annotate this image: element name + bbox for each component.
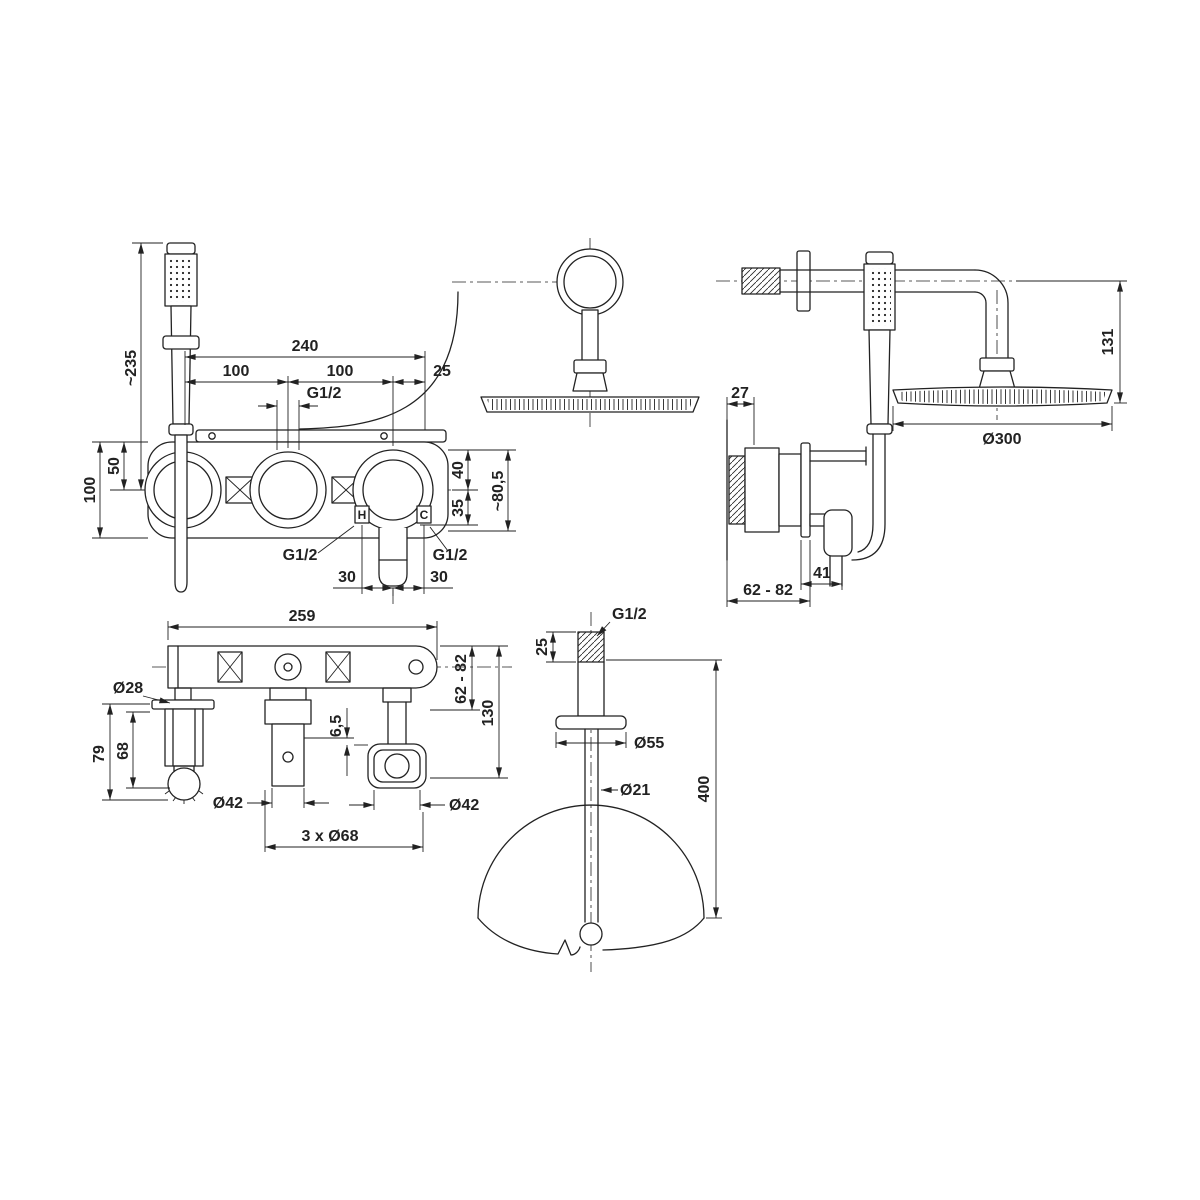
dim-holder-diameter: Ø28: [113, 680, 143, 697]
label-thread-cold: G1/2: [433, 547, 468, 564]
plan-view: 259 Ø28: [91, 608, 512, 852]
dim-port-offset-left: 30: [338, 569, 356, 586]
dim-flange-diameter: Ø55: [634, 735, 664, 752]
label-thread-hot: G1/2: [283, 547, 318, 564]
outlet-view: G1/2 25 Ø55 Ø21 400: [477, 606, 722, 972]
dim-spacing-left: 100: [223, 363, 250, 380]
dim-thread-top: G1/2: [307, 385, 342, 402]
dim-port-offset-right: 30: [430, 569, 448, 586]
dim-cutouts: 3 x Ø68: [302, 828, 359, 845]
dim-thread-length: 25: [534, 638, 551, 656]
dim-plan-build-depth: 62 - 82: [453, 654, 470, 704]
mixer-top-rail: [195, 429, 447, 443]
dim-arm-drop: 131: [1100, 329, 1117, 356]
dim-plate-height: 100: [82, 477, 99, 504]
dim-offset-right: 25: [433, 363, 451, 380]
outlet-dimensions: G1/2 25 Ø55 Ø21 400: [534, 606, 722, 919]
spout-unit-plan: [367, 687, 427, 789]
plan-dimensions: Ø28 79 68 Ø42 6,5 Ø42 3 x Ø68 6: [91, 645, 508, 852]
rain-shower-front: [480, 248, 700, 413]
shower-arm-side: [741, 250, 1113, 407]
dim-total-depth: 130: [480, 700, 497, 727]
side-dimensions: 27 131 Ø300 41 62 - 82: [726, 280, 1127, 607]
dim-hand-shower-height: ~235: [123, 350, 140, 386]
dim-total-width: 240: [292, 338, 319, 355]
dim-valve-diameter-left: Ø42: [213, 795, 243, 812]
dim-spacing-right: 100: [327, 363, 354, 380]
side-view: 27 131 Ø300 41 62 - 82: [716, 250, 1127, 607]
outlet-pipe: [555, 631, 627, 923]
dim-body-length: 259: [289, 608, 316, 625]
dim-build-depth: 62 - 82: [743, 582, 793, 599]
body-plan: [167, 645, 438, 689]
dim-offset: 6,5: [328, 715, 345, 737]
mixer-body: [144, 441, 449, 587]
valve-unit-plan: [264, 687, 312, 787]
dim-plate-half-height: 50: [106, 457, 123, 475]
dim-pipe-diameter: Ø21: [620, 782, 650, 799]
dim-holder-depth-inner: 68: [115, 742, 132, 760]
plan-dimension-259: 259: [167, 608, 438, 660]
label-cold: C: [420, 508, 429, 522]
label-hot: H: [358, 508, 367, 522]
dim-drop-height: 400: [696, 776, 713, 803]
dim-head-diameter: Ø300: [982, 431, 1021, 448]
dim-wall-offset: 27: [731, 385, 749, 402]
dim-holder-depth: 79: [91, 745, 108, 763]
dim-outlet-total: ~80,5: [490, 471, 507, 512]
hand-shower: [162, 242, 200, 593]
dim-outlet-drop-upper: 40: [450, 461, 467, 479]
hand-shower-side: [851, 251, 896, 561]
dim-outlet-thread: G1/2: [612, 606, 647, 623]
front-dimensions: ~235 240 100 100 25 G1/2 100 50 40 35 ~8…: [82, 242, 516, 596]
dim-valve-diameter-right: Ø42: [449, 797, 479, 814]
front-view: ~235 240 100 100 25 G1/2 100 50 40 35 ~8…: [82, 238, 700, 604]
shower-tray-dome: [477, 804, 705, 956]
valve-side: [726, 419, 867, 587]
dim-outlet-depth: 41: [813, 565, 831, 582]
holder-unit-plan: [151, 687, 215, 804]
dim-outlet-drop-lower: 35: [450, 499, 467, 517]
